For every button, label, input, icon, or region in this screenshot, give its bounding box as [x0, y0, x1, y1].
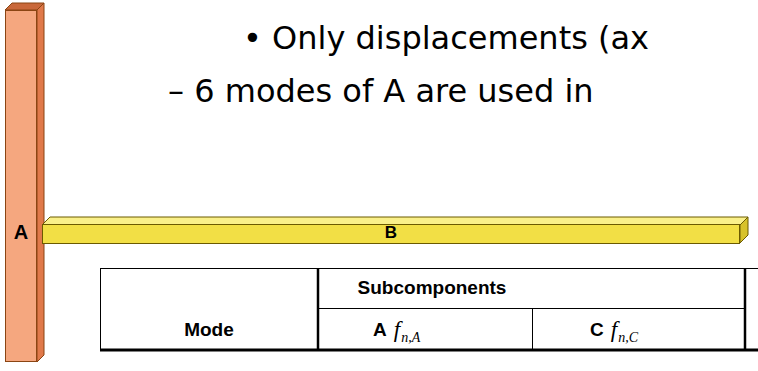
- table-header: A: [373, 319, 387, 341]
- part-label: B: [385, 224, 397, 243]
- bullet-text: – 6 modes of A are used in: [168, 73, 594, 110]
- bar-a: A: [5, 10, 37, 362]
- table-header: C: [590, 319, 604, 341]
- frequency-symbol: f: [394, 317, 400, 343]
- subscript: n,A: [401, 330, 420, 346]
- table-grid: [100, 268, 758, 350]
- frequency-symbol: f: [611, 317, 617, 343]
- table-header: Subcomponents: [358, 277, 507, 299]
- table-header: Mode: [184, 319, 234, 341]
- beam-b: B: [42, 224, 740, 245]
- beam-end-face: [740, 217, 748, 243]
- bar-side-face: [37, 3, 44, 362]
- part-label: A: [14, 221, 28, 243]
- subscript: n,C: [618, 330, 638, 346]
- bullet-text: • Only displacements (ax: [243, 20, 649, 57]
